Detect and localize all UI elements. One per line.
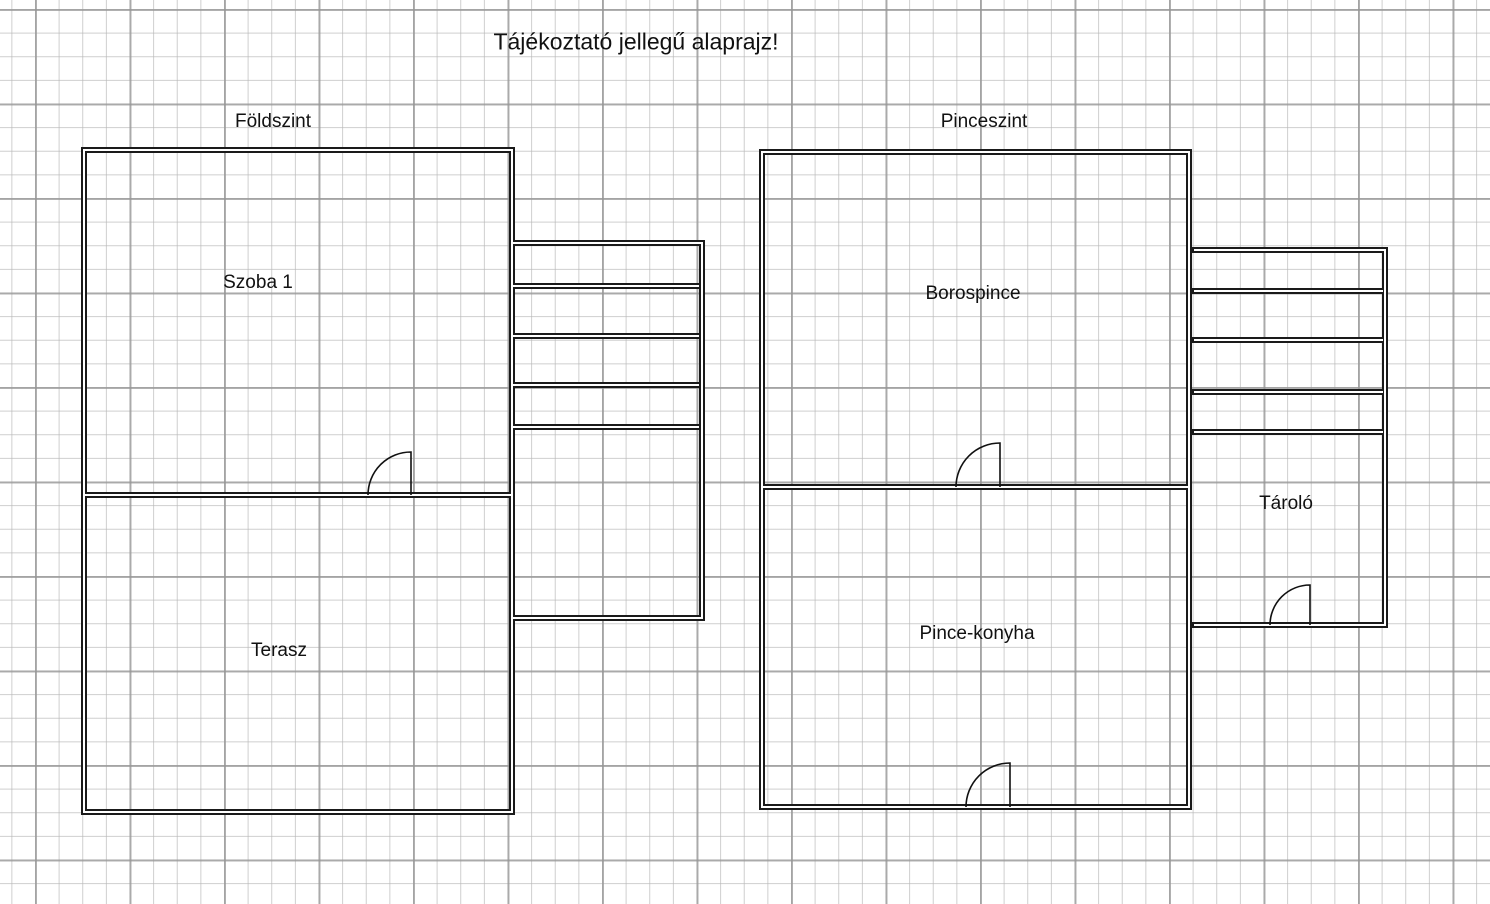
room-label-tarolo: Tároló bbox=[1259, 493, 1313, 514]
floor-label-ground: Földszint bbox=[234, 111, 312, 132]
room-label-szoba-1: Szoba 1 bbox=[223, 272, 293, 293]
room-label-borospince: Borospince bbox=[925, 283, 1021, 304]
door-icon bbox=[367, 451, 412, 496]
door-icon bbox=[1269, 584, 1311, 626]
room-label-pince-konyha: Pince-konyha bbox=[919, 623, 1035, 644]
room-label-terasz: Terasz bbox=[251, 640, 307, 661]
door-icon bbox=[955, 442, 1001, 488]
plan-title: Tájékoztató jellegű alaprajz! bbox=[493, 28, 779, 55]
ground-floor-walls bbox=[81, 147, 705, 815]
basement-walls bbox=[759, 149, 1388, 810]
floor-label-basement: Pinceszint bbox=[940, 111, 1028, 132]
door-icon bbox=[965, 762, 1011, 808]
